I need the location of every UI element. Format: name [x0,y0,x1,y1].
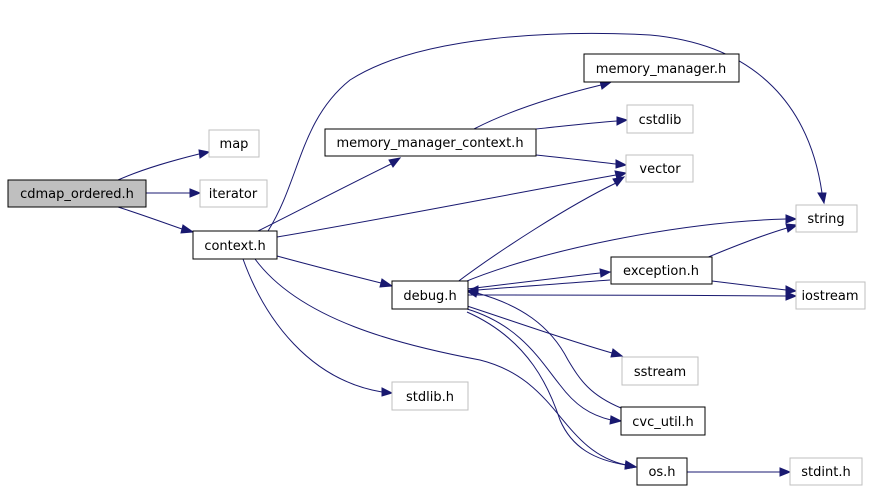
node-iterator[interactable]: iterator [199,179,268,208]
edge-cdmap_ordered_h-to-map [117,149,211,181]
node-cstdlib[interactable]: cstdlib [626,104,694,134]
node-iostream[interactable]: iostream [795,281,866,310]
edge-context_h-to-memory_manager_context_h [257,157,402,232]
edge-cvc_util_h-to-debug_h [465,288,622,409]
edge-context_h-to-stdlib_h [242,258,394,397]
edge-debug_h-to-vector [455,176,626,284]
node-stdint_h[interactable]: stdint.h [789,457,863,486]
node-os_h[interactable]: os.h [636,457,688,486]
node-label: string [807,212,844,227]
node-vector[interactable]: vector [625,154,694,183]
node-label: iostream [801,289,858,304]
edge-memory_manager_context_h-to-memory_manager_h [471,80,613,131]
node-memory_manager_context_h[interactable]: memory_manager_context.h [324,128,537,157]
edge-debug_h-to-os_h [466,311,638,470]
edge-context_h-to-vector [276,170,628,238]
edge-debug_h-to-string [461,214,798,284]
nodes: cdmap_ordered.h map iterator context.h m… [7,53,866,486]
node-string[interactable]: string [795,204,858,233]
node-stdlib_h[interactable]: stdlib.h [391,381,469,411]
edge-memory_manager_context_h-to-cstdlib [535,116,629,130]
node-label: stdlib.h [406,390,454,405]
node-exception_h[interactable]: exception.h [610,256,713,285]
node-memory_manager_h[interactable]: memory_manager.h [583,53,740,83]
node-debug_h[interactable]: debug.h [391,280,469,310]
edge-context_h-to-string [267,32,827,232]
edge-cdmap_ordered_h-to-iterator [146,188,202,198]
edge-debug_h-to-exception_h [466,268,612,290]
node-label: exception.h [623,264,699,279]
edge-exception_h-to-debug_h [466,279,611,295]
node-label: cstdlib [639,113,682,128]
edges [117,32,827,477]
edge-exception_h-to-string [705,223,799,259]
node-label: debug.h [403,289,456,304]
node-label: cvc_util.h [632,415,693,430]
edge-cdmap_ordered_h-to-context_h [117,206,195,234]
node-label: iterator [209,187,258,202]
edge-debug_h-to-cvc_util_h [466,308,623,425]
node-cvc_util_h[interactable]: cvc_util.h [620,406,706,436]
node-label: map [220,137,249,152]
node-label: cdmap_ordered.h [20,187,134,202]
edge-exception_h-to-iostream [711,280,798,295]
node-sstream[interactable]: sstream [621,356,699,386]
edge-debug_h-to-sstream [466,305,624,358]
node-label: stdint.h [801,465,850,480]
node-label: vector [639,162,681,177]
node-label: context.h [204,239,265,254]
edge-os_h-to-stdint_h [687,467,792,477]
edge-context_h-to-debug_h [276,255,394,288]
node-label: sstream [634,365,686,380]
node-label: memory_manager.h [596,62,726,77]
edge-debug_h-to-iostream [466,291,798,301]
node-label: os.h [648,465,675,480]
node-label: memory_manager_context.h [336,136,523,151]
node-map[interactable]: map [208,129,260,158]
edge-memory_manager_context_h-to-vector [535,154,628,169]
node-context_h[interactable]: context.h [192,230,278,260]
node-cdmap_ordered_h[interactable]: cdmap_ordered.h [7,179,147,208]
